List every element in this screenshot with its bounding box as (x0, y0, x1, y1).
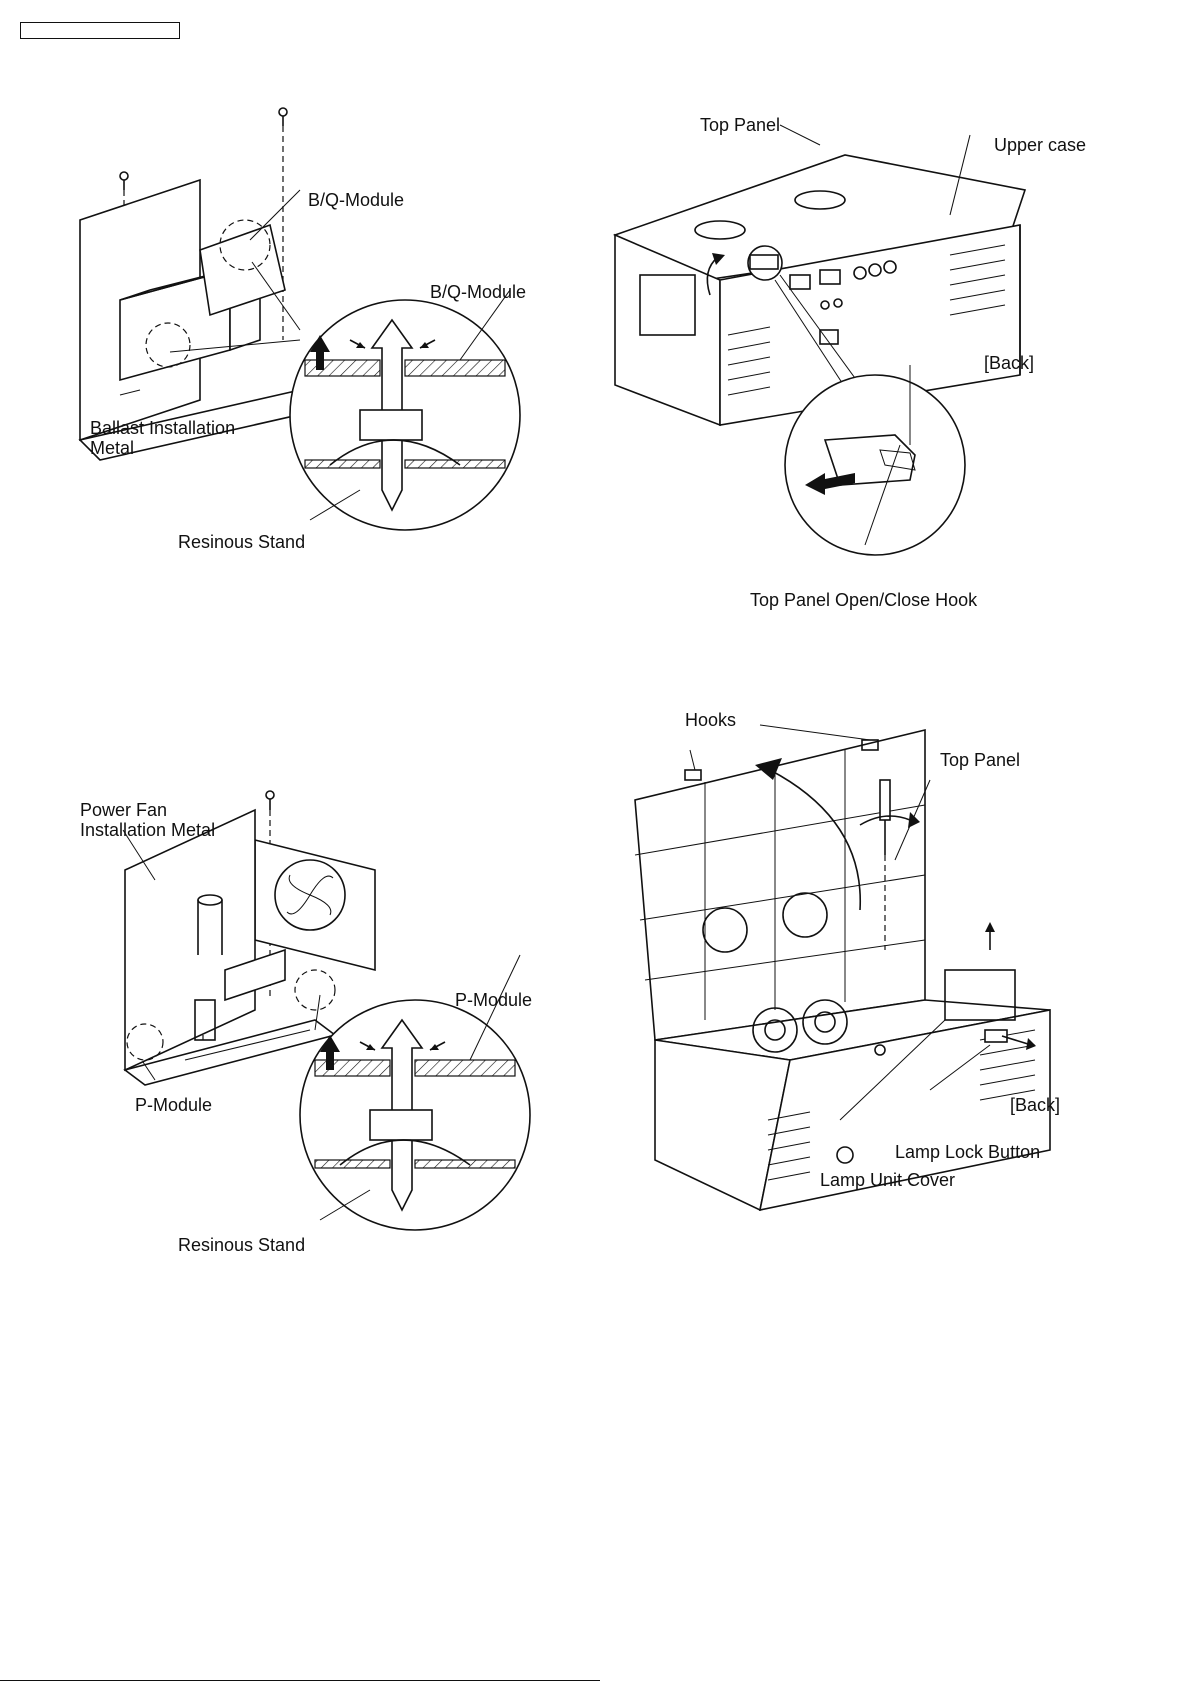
bq-module-drawing (60, 90, 560, 580)
label-hook: Top Panel Open/Close Hook (750, 590, 977, 610)
label-resinous-stand: Resinous Stand (178, 532, 305, 552)
hook-icon (685, 770, 701, 780)
label-lamp-cover: Lamp Unit Cover (820, 1170, 955, 1190)
figure-p-module-removal: Power Fan Installation Metal P-Module P-… (75, 780, 565, 1260)
power-fan-metal (125, 810, 255, 1070)
label-bq-module-detail: B/Q-Module (430, 282, 526, 302)
hook-detail-magnifier (785, 375, 965, 555)
projector-top-panel-drawing (610, 105, 1170, 610)
figure-lamp-cover-removal: Hooks Top Panel [Back] Lamp Lock Button … (630, 710, 1170, 1230)
up-arrow-icon (985, 922, 995, 950)
label-back: [Back] (984, 353, 1034, 373)
label-upper-case: Upper case (994, 135, 1086, 155)
label-top-panel: Top Panel (940, 750, 1020, 770)
label-lamp-lock: Lamp Lock Button (895, 1142, 1040, 1162)
label-p-module-detail: P-Module (455, 990, 532, 1010)
footer-rule (0, 1680, 600, 1681)
label-hooks: Hooks (685, 710, 736, 730)
raised-top-panel (635, 730, 925, 1040)
label-back: [Back] (1010, 1095, 1060, 1115)
figure-top-panel-open: Top Panel Upper case [Back] Top Panel Op… (610, 105, 1170, 610)
header-model-box (20, 22, 180, 39)
label-power-fan-metal: Power Fan Installation Metal (80, 800, 215, 840)
label-ballast-metal: Ballast Installation Metal (90, 418, 235, 458)
label-p-module: P-Module (135, 1095, 212, 1115)
p-module-drawing (75, 780, 565, 1260)
label-top-panel: Top Panel (700, 115, 780, 135)
label-resinous-stand: Resinous Stand (178, 1235, 305, 1255)
figure-bq-module-removal: B/Q-Module B/Q-Module Ballast Installati… (60, 90, 560, 580)
label-bq-module: B/Q-Module (308, 190, 404, 210)
